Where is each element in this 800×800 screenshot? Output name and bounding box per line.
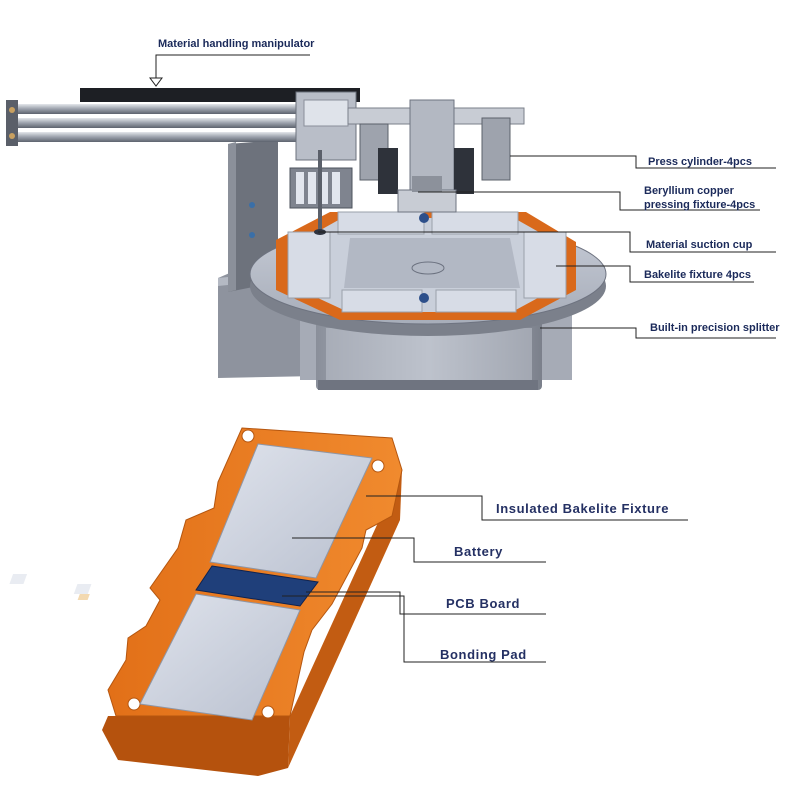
label-manipulator: Material handling manipulator (158, 38, 315, 50)
leader-bonding-pad (282, 595, 546, 663)
bonding-pad-shape (77, 594, 90, 600)
label-beryllium-line1: Beryllium copper (644, 185, 734, 197)
fixture-side-face (102, 716, 290, 776)
battery-lower (139, 593, 301, 721)
leader-insulated-fixture (366, 495, 688, 521)
press-frame (347, 99, 525, 213)
fixture-illustration (9, 427, 403, 776)
label-insulated-fixture: Insulated Bakelite Fixture (496, 501, 670, 516)
manipulator-carriage (289, 91, 357, 235)
leader-manipulator (155, 54, 310, 82)
manipulator-rods (6, 88, 360, 146)
label-beryllium-line2: pressing fixture-4pcs (644, 199, 756, 211)
label-press-cylinder: Press cylinder-4pcs (648, 156, 752, 168)
leader-press-cylinder (510, 155, 776, 169)
leader-bakelite-fixture (556, 265, 754, 283)
machine-base (218, 268, 572, 390)
label-bakelite-fixture: Bakelite fixture 4pcs (644, 269, 751, 281)
leader-pcb-board (306, 591, 546, 615)
leader-splitter (540, 327, 776, 339)
machine-illustration (6, 88, 607, 390)
label-bonding-pad: Bonding Pad (440, 647, 527, 662)
label-pcb-board: PCB Board (446, 596, 521, 611)
machine-leader-lines (149, 54, 776, 339)
leader-battery (292, 537, 546, 563)
arrow-manipulator (149, 77, 163, 87)
bakelite-fixtures-ring (276, 211, 576, 320)
leader-suction-cup (318, 231, 776, 253)
leader-beryllium (418, 191, 760, 211)
battery-upper (209, 443, 373, 579)
label-splitter: Built-in precision splitter (650, 322, 780, 334)
label-battery: Battery (454, 544, 503, 559)
fixture-leader-lines (282, 495, 688, 663)
label-suction-cup: Material suction cup (646, 239, 753, 251)
